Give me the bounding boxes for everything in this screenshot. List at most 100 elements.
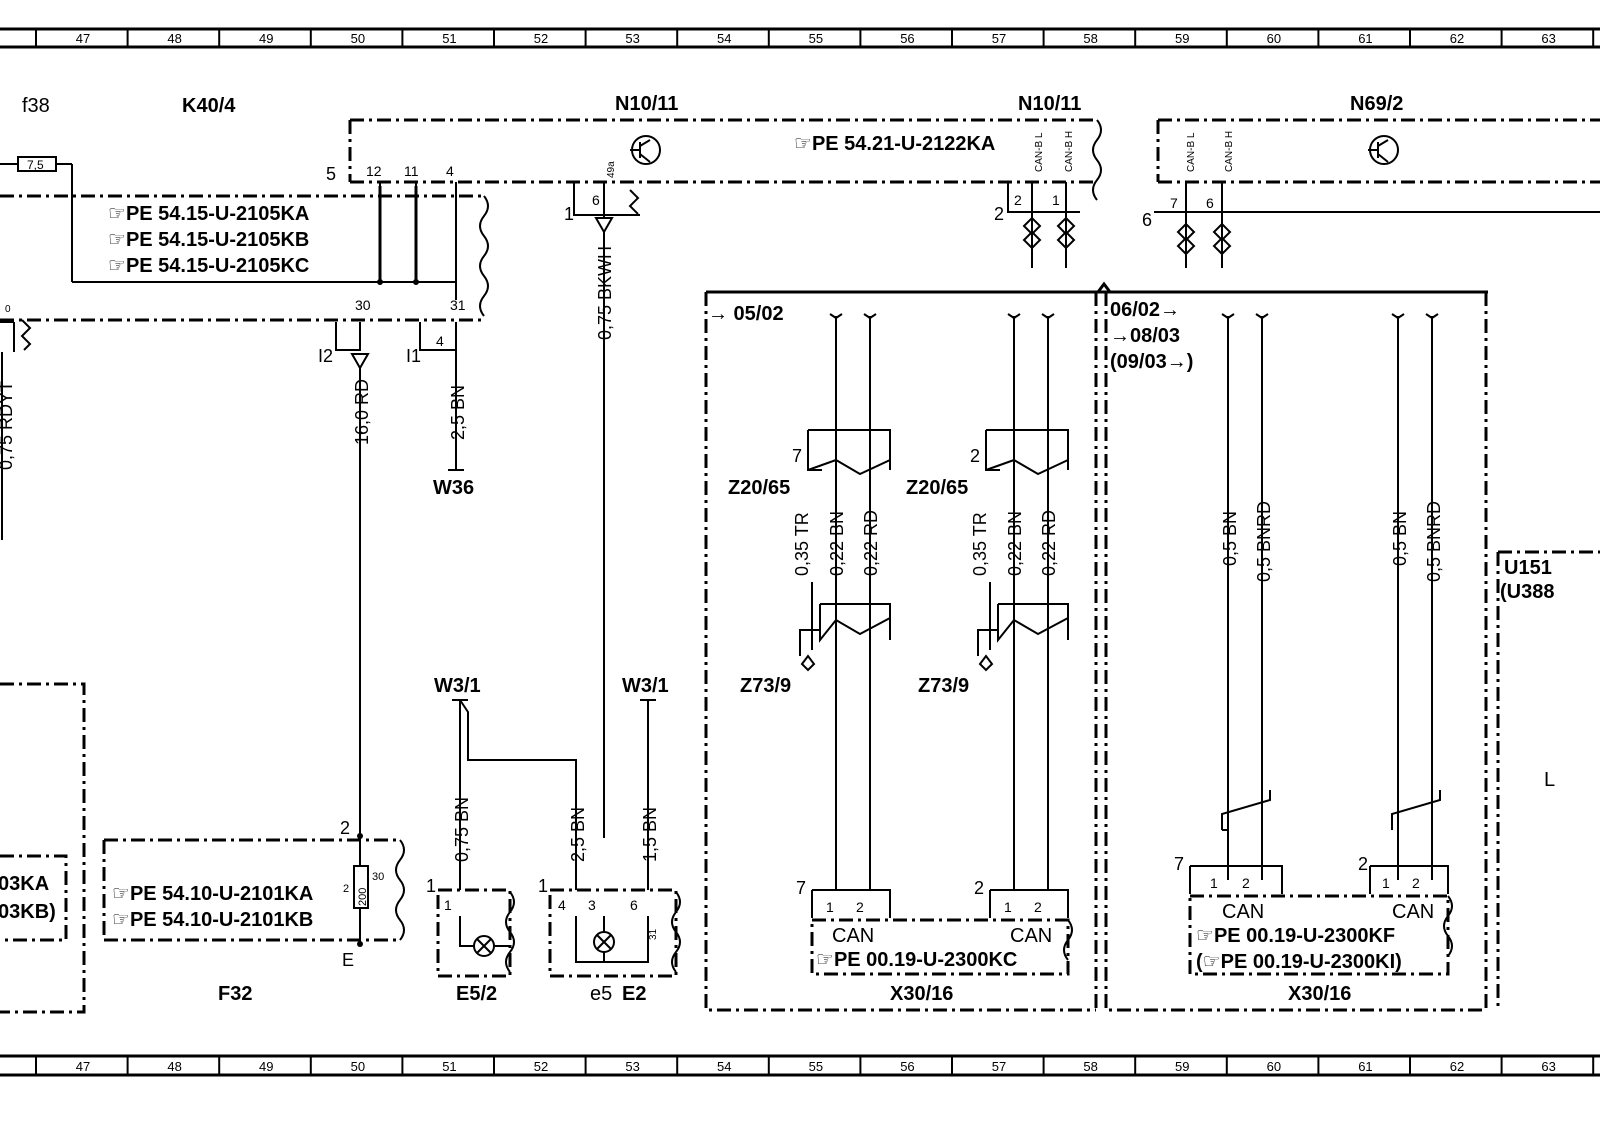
pin-2-n10b: 2 bbox=[994, 204, 1004, 224]
pin-30: 30 bbox=[355, 297, 371, 313]
bottom-ruler-col-55: 55 bbox=[809, 1059, 823, 1074]
left-ref-ka: 03KA bbox=[0, 873, 49, 895]
label-l: L bbox=[1544, 769, 1555, 791]
pin-7-n69: 7 bbox=[1170, 195, 1178, 211]
x-pin-7: 7 bbox=[796, 878, 806, 898]
can-label-d: CAN bbox=[1392, 901, 1434, 923]
date-range-1: → 05/02 bbox=[708, 303, 784, 325]
x30-16-label-b: X30/16 bbox=[1288, 983, 1351, 1005]
pin-4-e2: 4 bbox=[558, 897, 566, 913]
top-ruler-col-62: 62 bbox=[1450, 31, 1464, 46]
top-ruler-col-60: 60 bbox=[1267, 31, 1281, 46]
top-ruler-col-56: 56 bbox=[900, 31, 914, 46]
pin-0: 0 bbox=[5, 304, 11, 315]
wire-022-rd-b: 0,22 RD bbox=[1039, 510, 1059, 576]
wire-arrow-icon bbox=[1041, 313, 1055, 320]
transistor-icon bbox=[630, 135, 661, 165]
pin-5: 5 bbox=[326, 164, 336, 184]
wire-25-bn: 2,5 BN bbox=[448, 385, 468, 440]
z20-65-label-a: Z20/65 bbox=[728, 477, 790, 499]
pin-1-e2: 1 bbox=[538, 876, 548, 896]
z73-9-label-b: Z73/9 bbox=[918, 675, 969, 697]
pin-1b-e52: 1 bbox=[444, 897, 452, 913]
wire-075-bn: 0,75 BN bbox=[452, 797, 472, 862]
n69-2-label: N69/2 bbox=[1350, 93, 1403, 115]
ref-2300kf: ☞PE 00.19-U-2300KF bbox=[1196, 925, 1395, 947]
x-pin-2d: 2 bbox=[1242, 875, 1250, 891]
pin-2s: 2 bbox=[343, 883, 349, 895]
top-ruler-col-55: 55 bbox=[809, 31, 823, 46]
label-i1: I1 bbox=[406, 346, 421, 366]
pin-31: 31 bbox=[450, 297, 466, 313]
top-ruler-col-51: 51 bbox=[442, 31, 456, 46]
date-range-3: →08/03 bbox=[1110, 325, 1180, 347]
wire-arrow-icon bbox=[829, 313, 843, 320]
bottom-ruler-col-51: 51 bbox=[442, 1059, 456, 1074]
bottom-ruler-col-63: 63 bbox=[1541, 1059, 1555, 1074]
bottom-ruler-col-47: 47 bbox=[76, 1059, 90, 1074]
bottom-ruler-col-60: 60 bbox=[1267, 1059, 1281, 1074]
pin-2b: 2 bbox=[1014, 192, 1022, 208]
pin-1b: 1 bbox=[1052, 192, 1060, 208]
e2-label: E2 bbox=[622, 983, 646, 1005]
bottom-ruler-col-62: 62 bbox=[1450, 1059, 1464, 1074]
k40-4-label: K40/4 bbox=[182, 95, 236, 117]
ref-2105kc: ☞PE 54.15-U-2105KC bbox=[108, 255, 309, 277]
top-ruler-col-63: 63 bbox=[1541, 31, 1555, 46]
u151-label: U151 bbox=[1504, 557, 1552, 579]
pin-3-e2: 3 bbox=[588, 897, 596, 913]
x-pin-1c: 1 bbox=[1210, 875, 1218, 891]
e5-label: e5 bbox=[590, 983, 612, 1005]
ref-2101kb: ☞PE 54.10-U-2101KB bbox=[112, 909, 313, 931]
u388-label: (U388 bbox=[1500, 581, 1554, 603]
can-group-a: 7 Z20/65 0,35 TR 0,22 BN 0,22 RD Z73/9 bbox=[728, 316, 891, 890]
f38-label: f38 bbox=[22, 95, 50, 117]
n10-11-label-a: N10/11 bbox=[615, 93, 678, 115]
wire-05-bnrd-a: 0,5 BNRD bbox=[1254, 501, 1274, 582]
transistor-icon-2 bbox=[1368, 135, 1399, 165]
x-pin-2c: 2 bbox=[1034, 899, 1042, 915]
bottom-ruler-col-49: 49 bbox=[259, 1059, 273, 1074]
x-pin-1: 1 bbox=[826, 899, 834, 915]
x-pin-1e: 1 bbox=[1382, 875, 1390, 891]
wire-022-bn-b: 0,22 BN bbox=[1005, 511, 1025, 576]
can-b-h-1: CAN-B H bbox=[1064, 131, 1075, 172]
top-ruler-col-48: 48 bbox=[167, 31, 181, 46]
top-ruler-col-54: 54 bbox=[717, 31, 731, 46]
z20-65-label-b: Z20/65 bbox=[906, 477, 968, 499]
x-pin-2e: 2 bbox=[1358, 854, 1368, 874]
x-pin-2f: 2 bbox=[1412, 875, 1420, 891]
bottom-ruler-col-58: 58 bbox=[1083, 1059, 1097, 1074]
x30-16-label-a: X30/16 bbox=[890, 983, 953, 1005]
can-b-h-2: CAN-B H bbox=[1224, 131, 1235, 172]
pin-4: 4 bbox=[446, 163, 454, 179]
pin-e: E bbox=[342, 950, 354, 970]
wire-arrow-icon bbox=[863, 313, 877, 320]
wire-035-tr-b: 0,35 TR bbox=[970, 512, 990, 576]
pin-11: 11 bbox=[404, 163, 419, 179]
z73-9-label-a: Z73/9 bbox=[740, 675, 791, 697]
top-ruler-col-57: 57 bbox=[992, 31, 1006, 46]
ref-2122ka: ☞PE 54.21-U-2122KA bbox=[794, 133, 995, 155]
label-i2: I2 bbox=[318, 346, 333, 366]
w36-label: W36 bbox=[433, 477, 474, 499]
bottom-ruler-col-56: 56 bbox=[900, 1059, 914, 1074]
ref-2101ka: ☞PE 54.10-U-2101KA bbox=[112, 883, 313, 905]
w3-1-label-b: W3/1 bbox=[622, 675, 669, 697]
can-label-b: CAN bbox=[1010, 925, 1052, 947]
n10-11-label-b: N10/11 bbox=[1018, 93, 1081, 115]
res-200-label: 200 bbox=[357, 888, 369, 906]
pin-6-e2: 6 bbox=[630, 897, 638, 913]
fuse-rating: 7,5 bbox=[27, 158, 44, 172]
bottom-ruler-col-50: 50 bbox=[351, 1059, 365, 1074]
top-ruler-col-50: 50 bbox=[351, 31, 365, 46]
top-ruler-col-49: 49 bbox=[259, 31, 273, 46]
can-b-l-1: CAN-B L bbox=[1034, 132, 1045, 172]
top-ruler-col-58: 58 bbox=[1083, 31, 1097, 46]
bottom-ruler-col-52: 52 bbox=[534, 1059, 548, 1074]
pin-6b-n69: 6 bbox=[1206, 195, 1214, 211]
pin-31-e2: 31 bbox=[648, 928, 659, 940]
z-pin-2: 2 bbox=[970, 446, 980, 466]
